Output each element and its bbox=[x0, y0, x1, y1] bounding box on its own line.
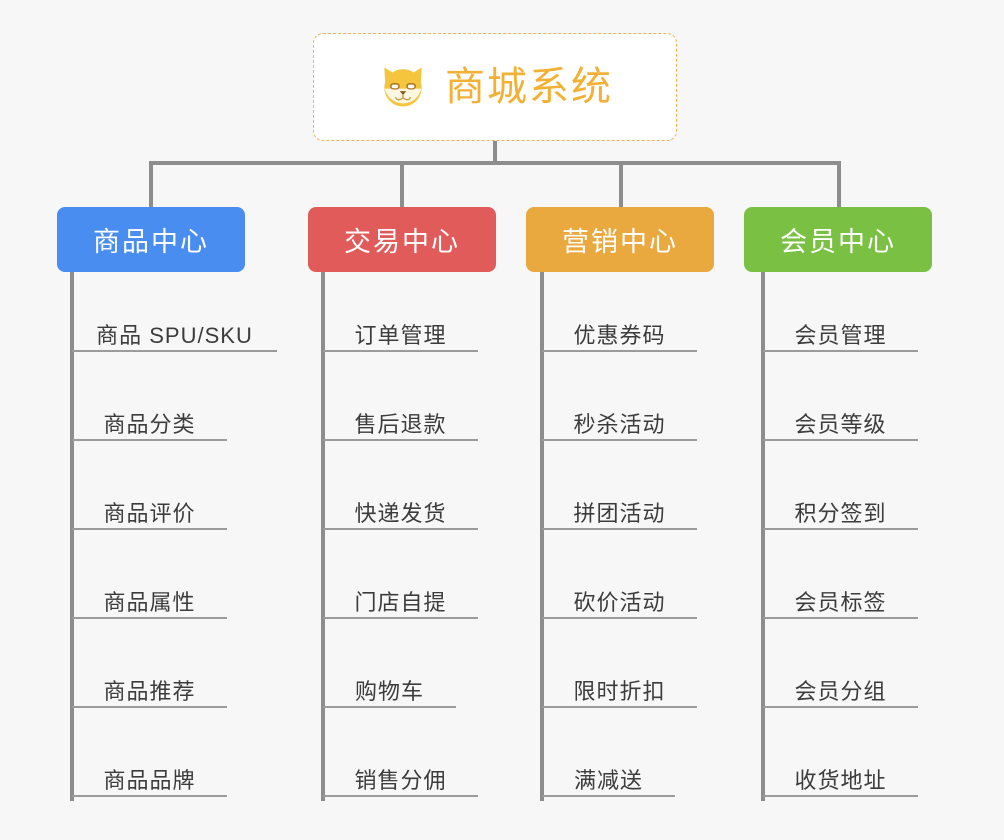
leaf-item-2-5[interactable]: 购物车 bbox=[323, 662, 456, 708]
column-trunk-3 bbox=[540, 272, 544, 801]
root-node[interactable]: 商城系统 bbox=[313, 33, 677, 141]
category-header-1-label: 商品中心 bbox=[93, 227, 209, 257]
connector-horizontal-bus bbox=[149, 161, 841, 165]
leaf-label: 会员等级 bbox=[794, 411, 887, 437]
leaf-item-1-6[interactable]: 商品品牌 bbox=[72, 751, 227, 797]
leaf-label: 销售分佣 bbox=[354, 767, 447, 793]
leaf-label: 商品分类 bbox=[103, 411, 196, 437]
leaf-label: 满减送 bbox=[573, 767, 643, 793]
column-trunk-4 bbox=[761, 272, 765, 801]
leaf-label: 订单管理 bbox=[354, 322, 447, 348]
connector-root-drop bbox=[493, 141, 497, 163]
leaf-item-2-2[interactable]: 售后退款 bbox=[323, 395, 478, 441]
leaf-label: 商品属性 bbox=[103, 589, 196, 615]
root-title: 商城系统 bbox=[445, 65, 613, 109]
leaf-label: 拼团活动 bbox=[573, 500, 666, 526]
shiba-inu-dog-face-icon bbox=[384, 67, 422, 107]
leaf-label: 积分签到 bbox=[794, 500, 887, 526]
leaf-item-1-5[interactable]: 商品推荐 bbox=[72, 662, 227, 708]
leaf-item-2-6[interactable]: 销售分佣 bbox=[323, 751, 478, 797]
leaf-item-2-3[interactable]: 快递发货 bbox=[323, 484, 478, 530]
leaf-label: 商品推荐 bbox=[103, 678, 196, 704]
category-header-3[interactable]: 营销中心 bbox=[526, 207, 714, 272]
column-trunk-1 bbox=[70, 272, 74, 801]
leaf-item-3-4[interactable]: 砍价活动 bbox=[542, 573, 697, 619]
leaf-label: 门店自提 bbox=[354, 589, 447, 615]
leaf-item-3-2[interactable]: 秒杀活动 bbox=[542, 395, 697, 441]
leaf-item-4-4[interactable]: 会员标签 bbox=[763, 573, 918, 619]
connector-drop-column-3 bbox=[619, 161, 623, 207]
connector-drop-column-2 bbox=[400, 161, 404, 207]
leaf-label: 商品 SPU/SKU bbox=[96, 322, 253, 348]
category-header-2-label: 交易中心 bbox=[344, 227, 460, 257]
leaf-item-4-5[interactable]: 会员分组 bbox=[763, 662, 918, 708]
leaf-item-1-4[interactable]: 商品属性 bbox=[72, 573, 227, 619]
leaf-item-3-3[interactable]: 拼团活动 bbox=[542, 484, 697, 530]
leaf-label: 收货地址 bbox=[794, 767, 887, 793]
leaf-item-3-5[interactable]: 限时折扣 bbox=[542, 662, 697, 708]
leaf-item-4-1[interactable]: 会员管理 bbox=[763, 306, 918, 352]
leaf-item-4-3[interactable]: 积分签到 bbox=[763, 484, 918, 530]
category-header-4-label: 会员中心 bbox=[780, 227, 896, 257]
leaf-label: 商品评价 bbox=[103, 500, 196, 526]
leaf-item-3-1[interactable]: 优惠券码 bbox=[542, 306, 697, 352]
leaf-label: 优惠券码 bbox=[573, 322, 666, 348]
leaf-label: 砍价活动 bbox=[573, 589, 666, 615]
leaf-label: 秒杀活动 bbox=[573, 411, 666, 437]
leaf-label: 限时折扣 bbox=[573, 678, 666, 704]
connector-drop-column-4 bbox=[837, 161, 841, 207]
category-header-2[interactable]: 交易中心 bbox=[308, 207, 496, 272]
category-header-4[interactable]: 会员中心 bbox=[744, 207, 932, 272]
leaf-item-4-6[interactable]: 收货地址 bbox=[763, 751, 918, 797]
leaf-item-3-6[interactable]: 满减送 bbox=[542, 751, 675, 797]
category-header-3-label: 营销中心 bbox=[562, 227, 678, 257]
leaf-label: 售后退款 bbox=[354, 411, 447, 437]
leaf-label: 购物车 bbox=[354, 678, 424, 704]
leaf-item-2-4[interactable]: 门店自提 bbox=[323, 573, 478, 619]
leaf-item-1-3[interactable]: 商品评价 bbox=[72, 484, 227, 530]
column-trunk-2 bbox=[321, 272, 325, 801]
leaf-item-4-2[interactable]: 会员等级 bbox=[763, 395, 918, 441]
leaf-label: 会员标签 bbox=[794, 589, 887, 615]
leaf-label: 快递发货 bbox=[354, 500, 447, 526]
leaf-label: 会员管理 bbox=[794, 322, 887, 348]
leaf-item-1-1[interactable]: 商品 SPU/SKU bbox=[72, 306, 277, 352]
leaf-item-1-2[interactable]: 商品分类 bbox=[72, 395, 227, 441]
leaf-label: 商品品牌 bbox=[103, 767, 196, 793]
leaf-item-2-1[interactable]: 订单管理 bbox=[323, 306, 478, 352]
leaf-label: 会员分组 bbox=[794, 678, 887, 704]
category-header-1[interactable]: 商品中心 bbox=[57, 207, 245, 272]
connector-drop-column-1 bbox=[149, 161, 153, 207]
